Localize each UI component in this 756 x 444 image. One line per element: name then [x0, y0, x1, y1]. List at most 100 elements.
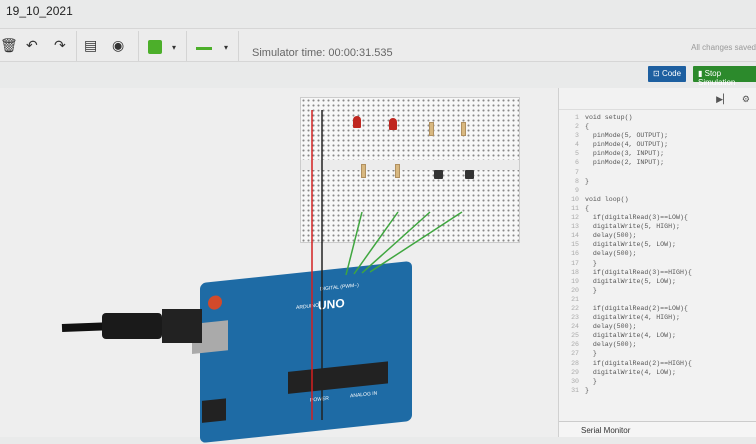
resistor[interactable] [395, 164, 400, 178]
line-number: 20 [571, 286, 579, 294]
line-number: 14 [571, 232, 579, 240]
line-number: 31 [571, 386, 579, 394]
code-line[interactable]: 7 [565, 168, 692, 177]
code-text: void setup() [585, 114, 633, 121]
code-text: digitalWrite(4, LOW); [585, 368, 677, 376]
code-button[interactable]: ⊡ Code [648, 66, 687, 82]
code-line[interactable]: 6 pinMode(2, INPUT); [565, 158, 692, 167]
stop-icon: ▮ [698, 69, 705, 78]
undo-icon[interactable]: ↶ [26, 37, 38, 53]
step-icon[interactable]: ▶▏ [716, 94, 730, 104]
code-line[interactable]: 19 digitalWrite(5, LOW); [565, 277, 692, 286]
project-title[interactable]: 19_10_2021 [6, 4, 73, 18]
code-text: digitalWrite(5, HIGH); [585, 223, 680, 231]
debug-icon[interactable]: ⚙ [741, 94, 750, 104]
red-led[interactable] [389, 118, 397, 130]
serial-monitor-toggle[interactable]: Serial Monitor [559, 421, 756, 437]
code-icon: ⊡ [653, 69, 662, 78]
pushbutton[interactable] [465, 170, 474, 179]
notes-icon[interactable]: ▤ [84, 37, 98, 53]
stop-simulation-button[interactable]: ▮ Stop Simulation [693, 66, 756, 87]
code-line[interactable]: 25 digitalWrite(4, LOW); [565, 331, 692, 340]
code-line[interactable]: 22 if(digitalRead(2)==LOW){ [565, 304, 692, 313]
resistor[interactable] [429, 122, 434, 136]
resistor[interactable] [461, 122, 466, 136]
code-text: { [585, 204, 589, 212]
line-number: 18 [571, 268, 579, 276]
divider [238, 31, 239, 61]
toolbar: 🗑 ↶ ↷ ▤ ◉ ▾ ▾ Simulator time: 00:00:31.5… [0, 28, 756, 62]
code-line[interactable]: 31} [565, 386, 692, 395]
code-text: void loop() [585, 195, 629, 203]
code-line[interactable]: 23 digitalWrite(4, HIGH); [565, 313, 692, 322]
line-number: 19 [571, 277, 579, 285]
code-line[interactable]: 12 if(digitalRead(3)==LOW){ [565, 213, 692, 222]
code-text: } [585, 259, 597, 267]
code-line[interactable]: 5 pinMode(3, INPUT); [565, 149, 692, 158]
line-number: 25 [571, 332, 579, 340]
line-number: 23 [571, 314, 579, 322]
code-line[interactable]: 24 delay(500); [565, 322, 692, 331]
line-number: 17 [571, 259, 579, 267]
code-line[interactable]: 18 if(digitalRead(3)==HIGH){ [565, 268, 692, 277]
line-number: 5 [575, 150, 579, 158]
microcontroller-chip [288, 361, 388, 394]
code-line[interactable]: 13 digitalWrite(5, HIGH); [565, 222, 692, 231]
line-number: 9 [575, 186, 579, 194]
line-number: 30 [571, 377, 579, 385]
eye-icon[interactable]: ◉ [112, 37, 125, 53]
code-text: pinMode(2, INPUT); [585, 159, 665, 167]
code-line[interactable]: 2{ [565, 122, 692, 131]
analog-label: ANALOG IN [350, 390, 378, 400]
red-led[interactable] [353, 116, 361, 128]
line-number: 21 [571, 295, 579, 303]
code-line[interactable]: 8} [565, 177, 692, 186]
code-line[interactable]: 21 [565, 295, 692, 304]
brand-label: ARDUINO [296, 302, 320, 312]
code-line[interactable]: 11{ [565, 204, 692, 213]
line-number: 8 [575, 177, 579, 185]
line-number: 4 [575, 141, 579, 149]
line-number: 12 [571, 214, 579, 222]
color-picker[interactable] [148, 40, 162, 54]
line-number: 26 [571, 341, 579, 349]
code-text: delay(500); [585, 323, 637, 331]
code-text: delay(500); [585, 250, 637, 258]
pushbutton[interactable] [434, 170, 443, 179]
resistor[interactable] [361, 164, 366, 178]
code-line[interactable]: 15 digitalWrite(5, LOW); [565, 240, 692, 249]
code-text: } [585, 350, 597, 358]
code-line[interactable]: 26 delay(500); [565, 340, 692, 349]
code-line[interactable]: 10 void loop() [565, 195, 692, 204]
wire-type-icon[interactable] [196, 47, 212, 50]
breadboard-channel [301, 160, 519, 170]
line-number: 2 [575, 123, 579, 131]
code-text: pinMode(3, INPUT); [585, 150, 665, 158]
code-text: digitalWrite(5, LOW); [585, 241, 677, 249]
code-line[interactable]: 9 [565, 186, 692, 195]
power-label: POWER [310, 395, 329, 404]
arduino-uno[interactable]: UNO ARDUINO DIGITAL (PWM~) POWER ANALOG … [192, 260, 412, 444]
delete-icon[interactable]: 🗑 [0, 37, 18, 53]
code-text: delay(500); [585, 341, 637, 349]
code-line[interactable]: 16 delay(500); [565, 249, 692, 258]
line-number: 27 [571, 350, 579, 358]
code-line[interactable]: 29 digitalWrite(4, LOW); [565, 368, 692, 377]
code-line[interactable]: 27 } [565, 349, 692, 358]
code-line[interactable]: 4 pinMode(4, OUTPUT); [565, 140, 692, 149]
chevron-down-icon[interactable]: ▾ [172, 43, 177, 52]
line-number: 24 [571, 323, 579, 331]
redo-icon[interactable]: ↷ [54, 37, 66, 53]
code-line[interactable]: 20 } [565, 286, 692, 295]
code-line[interactable]: 28 if(digitalRead(2)==HIGH){ [565, 359, 692, 368]
code-text: digitalWrite(4, LOW); [585, 332, 677, 340]
code-line[interactable]: 17 } [565, 259, 692, 268]
code-text: digitalWrite(5, LOW); [585, 277, 677, 285]
chevron-down-icon[interactable]: ▾ [224, 43, 229, 52]
code-line[interactable]: 14 delay(500); [565, 231, 692, 240]
line-number: 10 [571, 195, 579, 203]
code-line[interactable]: 30 } [565, 377, 692, 386]
code-line[interactable]: 3 pinMode(5, OUTPUT); [565, 131, 692, 140]
